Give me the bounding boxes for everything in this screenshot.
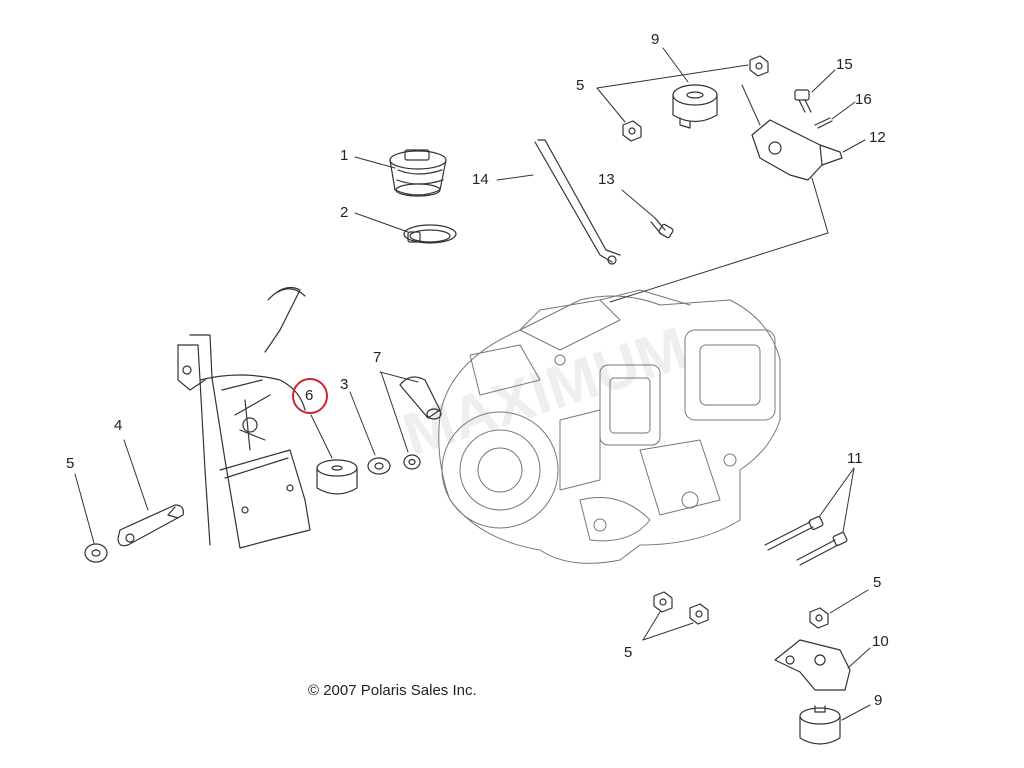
part-9-mount-bottom	[799, 705, 841, 745]
callout-10: 10	[872, 633, 889, 650]
part-11-bolts	[764, 515, 848, 566]
copyright-notice: © 2007 Polaris Sales Inc.	[308, 682, 477, 699]
callout-12: 12	[869, 129, 886, 146]
callout-16: 16	[855, 91, 872, 108]
leader-lines	[74, 47, 871, 721]
engine-assembly	[438, 289, 781, 564]
part-12-bracket	[751, 119, 843, 181]
part-6-mount	[316, 459, 358, 495]
part-1-boot	[389, 149, 447, 197]
part-13-bolt	[650, 217, 674, 239]
callout-6: 6	[305, 387, 314, 404]
callout-5-left: 5	[66, 455, 75, 472]
part-3-washer	[367, 457, 391, 475]
callout-14: 14	[472, 171, 489, 188]
callout-13: 13	[598, 171, 615, 188]
callout-4: 4	[114, 417, 123, 434]
highlight-circle	[292, 378, 328, 414]
part-15-bolt	[794, 89, 812, 113]
callout-5-top: 5	[576, 77, 585, 94]
part-14-rod	[534, 139, 621, 265]
callout-1: 1	[340, 147, 349, 164]
callout-7: 7	[373, 349, 382, 366]
frame-section	[177, 287, 311, 549]
washer-small	[403, 454, 421, 470]
callout-11: 11	[847, 450, 863, 467]
part-9-mount-top	[672, 84, 718, 129]
part-4-strap	[117, 504, 184, 547]
part-5-nuts-top	[622, 55, 769, 142]
part-2-clamp	[403, 224, 457, 244]
part-5-nuts-bottom	[653, 591, 829, 629]
callout-9-bottom: 9	[874, 692, 883, 709]
part-7-sleeve	[399, 376, 442, 420]
callout-5-bottom: 5	[624, 644, 633, 661]
callout-3: 3	[340, 376, 349, 393]
callout-15: 15	[836, 56, 853, 73]
callout-9-top: 9	[651, 31, 660, 48]
part-5-nut-left	[84, 543, 108, 563]
callout-2: 2	[340, 204, 349, 221]
callout-5-right: 5	[873, 574, 882, 591]
part-16-pin	[814, 117, 833, 129]
part-10-bracket	[774, 639, 851, 691]
